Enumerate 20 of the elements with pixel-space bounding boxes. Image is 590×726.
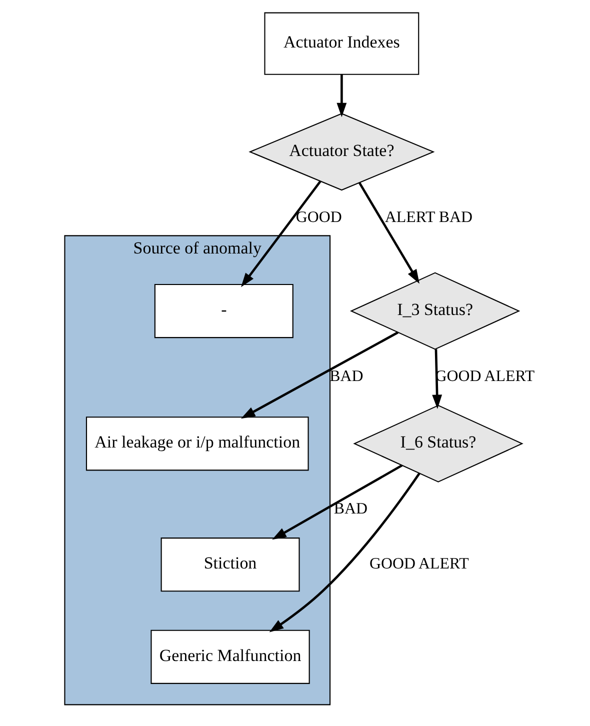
node-box: Air leakage or i/p malfunction: [86, 416, 309, 471]
edge-label: GOOD: [296, 208, 342, 226]
arrow: [240, 331, 398, 419]
node-diamond: Actuator State?: [248, 113, 435, 191]
node-box: Actuator Indexes: [264, 12, 420, 75]
arrow: [358, 182, 420, 284]
edge-label: BAD: [334, 500, 368, 518]
node-diamond: I_3 Status?: [350, 272, 520, 350]
edge-label: ALERT BAD: [384, 208, 472, 226]
arrow: [336, 74, 347, 118]
arrow: [432, 349, 442, 409]
arrow: [241, 180, 322, 288]
node-box: -: [154, 284, 294, 338]
node-box: Stiction: [160, 538, 300, 592]
arrow: [272, 464, 403, 540]
arrow: [269, 472, 420, 632]
edge-label: GOOD ALERT: [369, 555, 469, 572]
node-diamond: I_6 Status?: [353, 404, 524, 482]
edge-label: BAD: [330, 368, 364, 386]
node-box: Generic Malfunction: [150, 630, 310, 684]
